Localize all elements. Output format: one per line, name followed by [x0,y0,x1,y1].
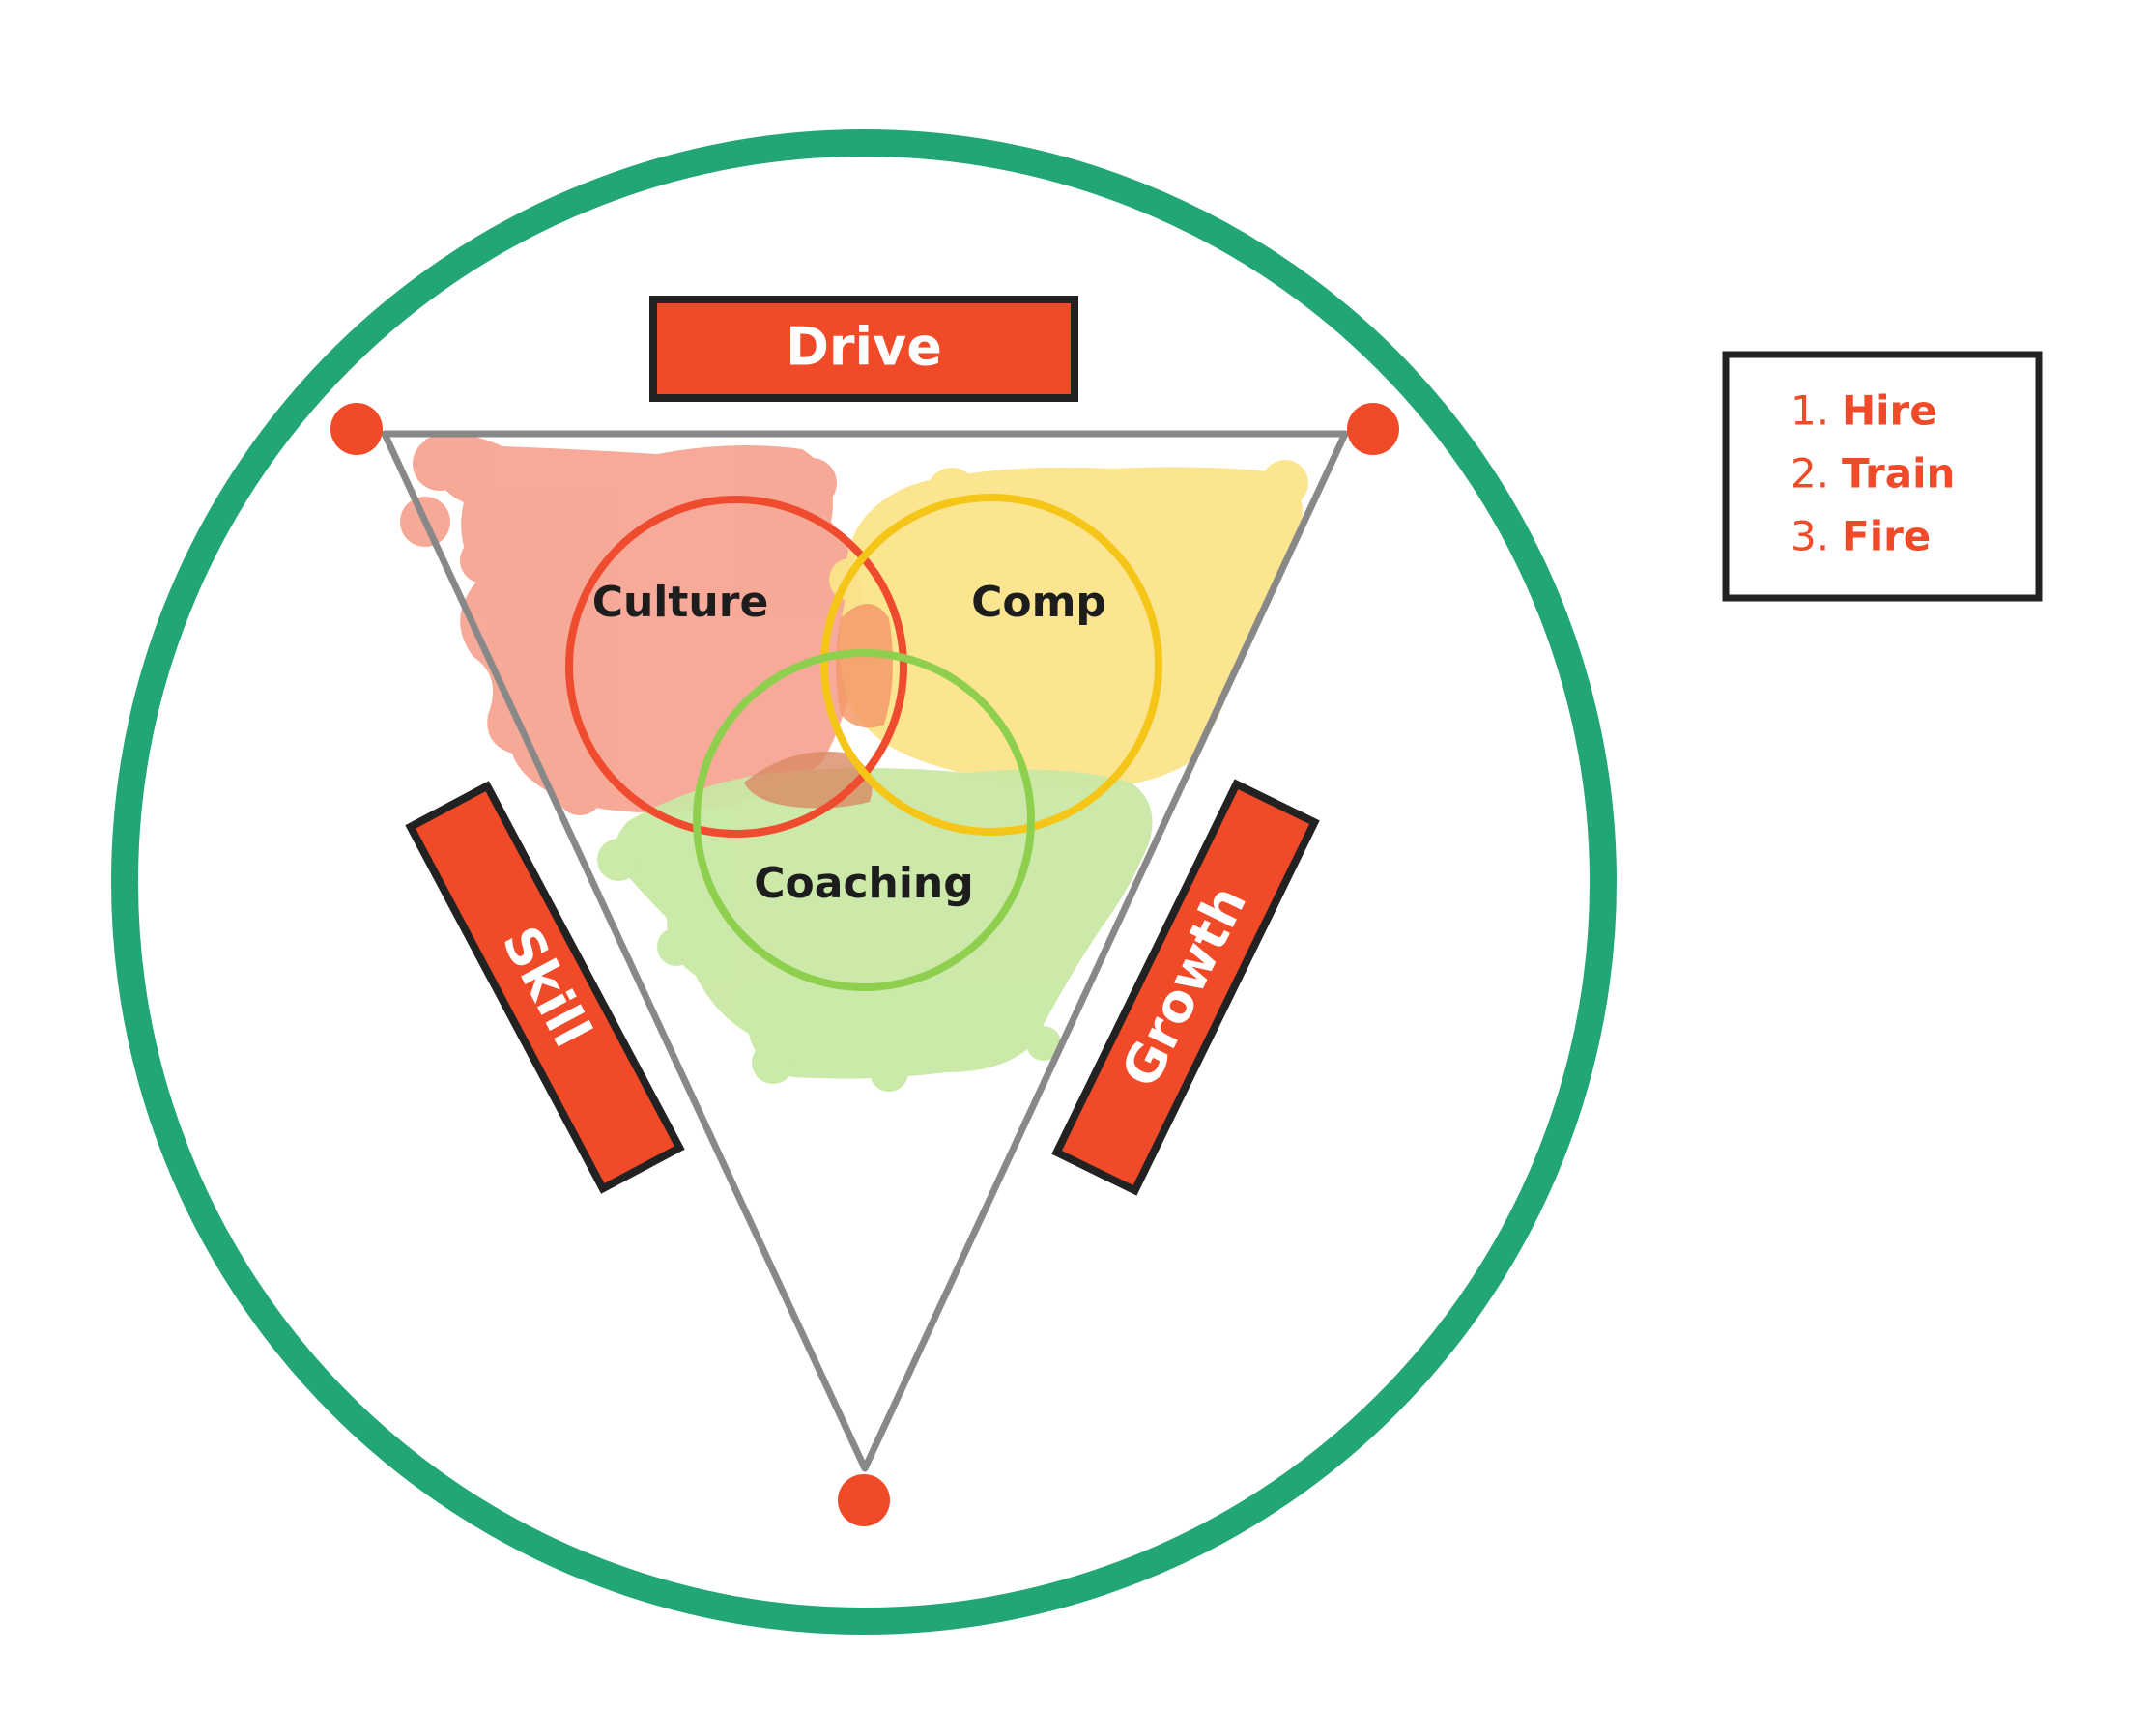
culture-blob [400,433,862,815]
step-number: 1. [1791,387,1829,435]
step-number: 2. [1791,450,1829,498]
vertex-dot-left [330,403,383,455]
culture-label: Culture [592,578,769,627]
overlap-blob-2 [836,604,893,728]
list-item: 3. Fire [1791,513,1931,560]
coaching-label: Coaching [754,859,974,908]
culture-circle [565,496,907,838]
step-number: 3. [1791,513,1829,560]
drive-label: Drive [786,317,942,378]
step-text: Fire [1842,513,1931,560]
comp-label: Comp [971,578,1106,627]
coaching-circle [693,649,1035,991]
outer-ring [111,129,1617,1635]
step-text: Train [1842,450,1955,498]
steps-box: 1. Hire 2. Train 3. Fire [1722,351,2043,602]
coaching-blob [597,768,1153,1092]
step-text: Hire [1842,387,1937,435]
vertex-dot-bottom [838,1474,890,1526]
comp-circle [820,494,1162,836]
list-item: 1. Hire [1791,387,1937,435]
steps-list: 1. Hire 2. Train 3. Fire [1791,387,1955,560]
vertex-dot-right [1347,403,1399,455]
drive-box: Drive [649,296,1078,402]
triangle [381,430,1349,1472]
list-item: 2. Train [1791,450,1955,498]
